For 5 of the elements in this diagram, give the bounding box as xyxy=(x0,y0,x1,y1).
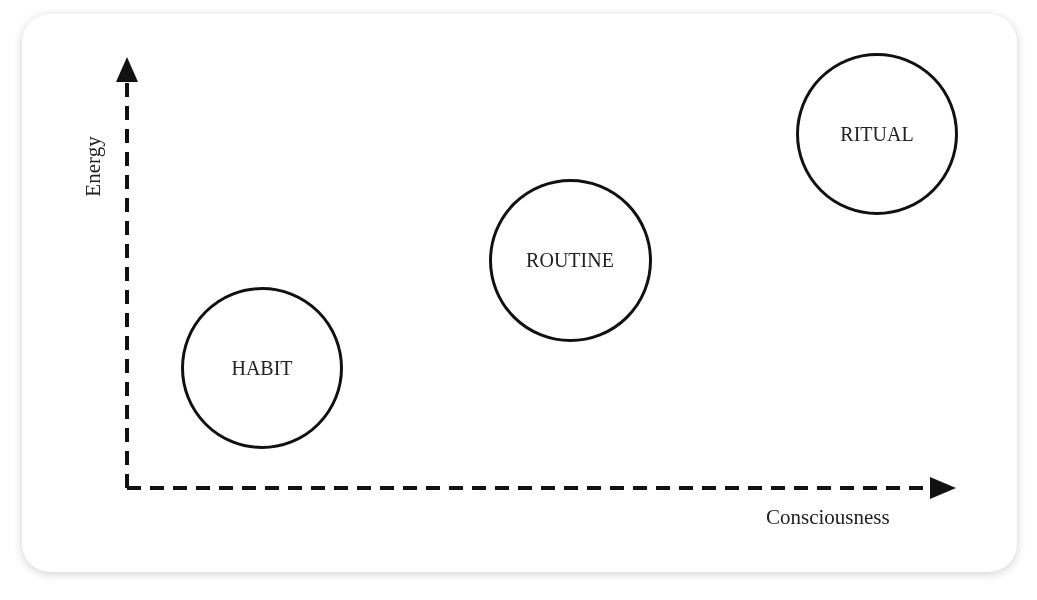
circle-label: HABIT xyxy=(231,356,293,380)
axis-label: Energy xyxy=(80,135,106,197)
axis-label: Consciousness xyxy=(766,504,890,530)
circle-label: ROUTINE xyxy=(526,248,614,272)
circle-label: RITUAL xyxy=(840,122,914,146)
